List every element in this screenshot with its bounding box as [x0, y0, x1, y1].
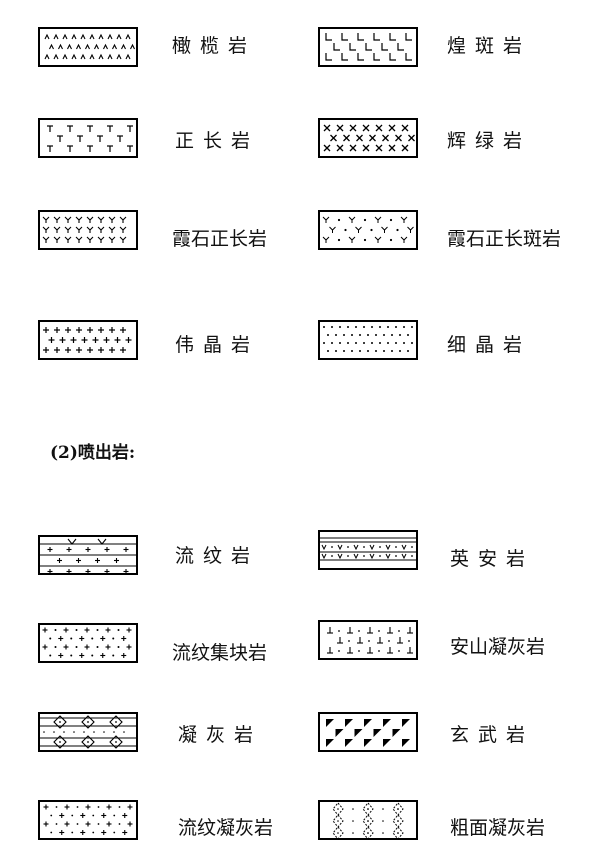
aplite-label: 细晶岩	[447, 334, 532, 356]
extrusive-heading: (2)喷出岩:	[50, 443, 136, 463]
porphyry-rock-symbol	[318, 27, 418, 67]
porphyry-rock-label: 煌斑岩	[447, 35, 532, 57]
basalt-label: 玄武岩	[450, 724, 535, 746]
trachytic-tuff-label: 粗面凝灰岩	[450, 817, 546, 839]
rhyolitic-tuff-symbol	[38, 800, 138, 840]
rhyolitic-tuff-label: 流纹凝灰岩	[178, 817, 274, 839]
diabase-symbol	[318, 118, 418, 158]
pegmatite-label: 伟晶岩	[175, 334, 260, 356]
trachytic-tuff-symbol	[318, 800, 418, 840]
rhyolite-label: 流纹岩	[175, 545, 260, 567]
andesitic-tuff-label: 安山凝灰岩	[450, 636, 546, 658]
andesitic-tuff-symbol	[318, 620, 418, 660]
basalt-symbol	[318, 712, 418, 752]
olivine-rock-symbol	[38, 27, 138, 67]
dacite-label: 英安岩	[450, 548, 535, 570]
rhyolitic-agglomerate-label: 流纹集块岩	[172, 642, 268, 664]
dacite-symbol	[318, 530, 418, 570]
nepheline-syenite-porphyry-label: 霞石正长斑岩	[447, 228, 562, 250]
aplite-symbol	[318, 320, 418, 360]
nepheline-syenite-label: 霞石正长岩	[172, 228, 268, 250]
nepheline-syenite-porphyry-symbol	[318, 210, 418, 250]
syenite-label: 正长岩	[175, 130, 260, 152]
olivine-rock-label: 橄榄岩	[172, 35, 257, 57]
rhyolite-symbol	[38, 535, 138, 575]
diabase-label: 辉绿岩	[447, 130, 532, 152]
tuff-label: 凝灰岩	[178, 724, 263, 746]
nepheline-syenite-symbol	[38, 210, 138, 250]
syenite-symbol	[38, 118, 138, 158]
tuff-symbol	[38, 712, 138, 752]
pegmatite-symbol	[38, 320, 138, 360]
rhyolitic-agglomerate-symbol	[38, 623, 138, 663]
